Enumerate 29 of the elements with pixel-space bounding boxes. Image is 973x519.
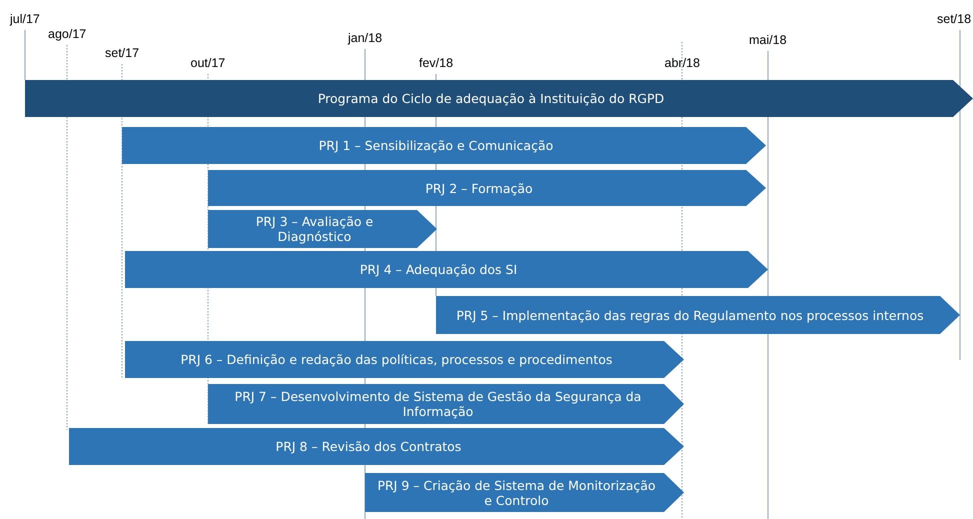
bar-label: PRJ 1 – Sensibilização e Comunicação <box>318 137 554 155</box>
bar-label: PRJ 9 – Criação de Sistema de Monitorização e Controlo <box>376 476 657 510</box>
bar-label: Programa do Ciclo de adequação à Instituição do RGPD <box>316 90 666 108</box>
timeline-bar <box>208 170 766 206</box>
timeline-bar <box>125 341 684 378</box>
month-label: abr/18 <box>664 56 700 70</box>
timeline-bar <box>122 127 766 164</box>
month-label: out/17 <box>190 56 226 70</box>
timeline-bar <box>69 428 684 465</box>
month-label: mai/18 <box>749 33 787 47</box>
bar-label: PRJ 7 – Desenvolvimento de Sistema de Gestão da Segurança da Informação <box>234 388 642 421</box>
bar-label: PRJ 3 – Avaliação e Diagnóstico <box>254 213 374 246</box>
bar-label: PRJ 5 – Implementação das regras do Regulamento nos processos internos <box>455 306 925 325</box>
month-label: set/17 <box>105 46 140 60</box>
month-label: ago/17 <box>48 27 86 41</box>
bar-label: PRJ 6 – Definição e redação das políticas, processos e procedimentos <box>180 351 614 369</box>
timeline-bar <box>208 210 437 248</box>
timeline-bar <box>208 384 684 424</box>
month-label: fev/18 <box>419 56 454 70</box>
month-label: jan/18 <box>348 31 382 45</box>
timeline-bar <box>25 80 973 117</box>
bar-label: PRJ 8 – Revisão dos Contratos <box>274 438 462 456</box>
month-label: jul/17 <box>10 12 40 26</box>
timeline-bar <box>436 296 960 334</box>
month-label: set/18 <box>937 12 972 26</box>
timeline-bar <box>125 251 768 288</box>
bar-label: PRJ 2 – Formação <box>424 180 534 198</box>
bar-label: PRJ 4 – Adequação dos SI <box>358 261 518 279</box>
timeline-bar <box>365 473 684 512</box>
